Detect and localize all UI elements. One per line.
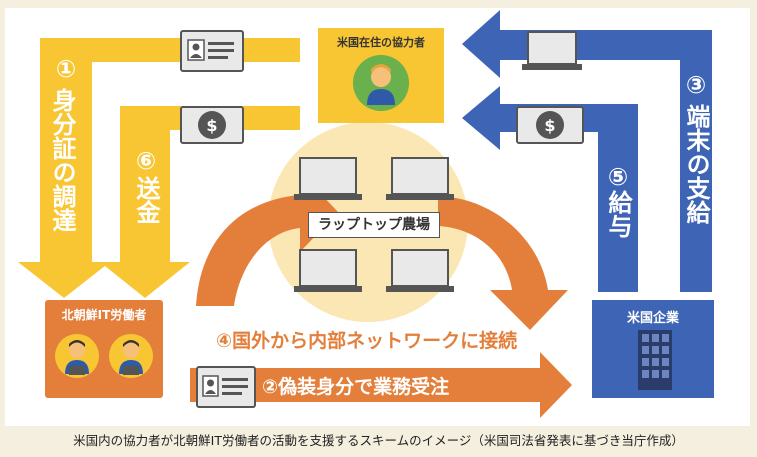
workers-label: 北朝鮮IT労働者 [61,308,147,322]
arrow-step3 [462,10,712,292]
arrow-step6 [100,106,300,298]
step6-text: 送金 [132,176,160,224]
arrow-step2 [190,352,572,418]
worker-icon [119,340,143,375]
building-icon [638,330,672,394]
person-icon [367,64,395,105]
step4-label: ④国外から内部ネットワークに接続 [216,330,518,352]
collaborator-avatar [353,55,409,111]
step3-num: ③ [685,71,707,99]
id-card-icon [196,366,256,408]
arrow-right-curve [438,196,568,330]
caption: 米国内の協力者が北朝鮮IT労働者の活動を支援するスキームのイメージ（米国司法省発… [73,433,684,448]
step5-text: 給与 [604,190,632,238]
step6-num: ⑥ [135,147,157,175]
collaborator-box: 米国在住の協力者 [318,28,444,123]
step1-text: 身分証の調達 [48,88,76,232]
worker-icon [65,340,89,375]
laptop-grid-icons [294,157,454,292]
step1-num: ① [55,55,77,83]
collaborator-label: 米国在住の協力者 [337,36,425,49]
worker-avatar [109,334,153,378]
id-card-icon [180,30,244,72]
step3-text: 端末の支給 [682,104,710,224]
company-box: 米国企業 [592,300,714,398]
workers-box: 北朝鮮IT労働者 [45,300,163,398]
dollar-bill-icon: $ [516,106,584,144]
svg-text:$: $ [544,116,555,135]
laptop-farm: ラップトップ農場 [268,148,468,298]
company-label: 米国企業 [626,311,679,326]
dollar-bill-icon: $ [180,106,244,144]
svg-text:$: $ [206,116,217,135]
worker-avatar [55,334,99,378]
step5-num: ⑤ [607,163,629,191]
laptop-farm-label: ラップトップ農場 [308,212,440,238]
arrow-step1 [18,38,300,298]
arrow-left-curve [196,172,338,306]
laptop-icon [520,30,584,74]
step2-label: ②偽装身分で業務受注 [262,376,450,398]
